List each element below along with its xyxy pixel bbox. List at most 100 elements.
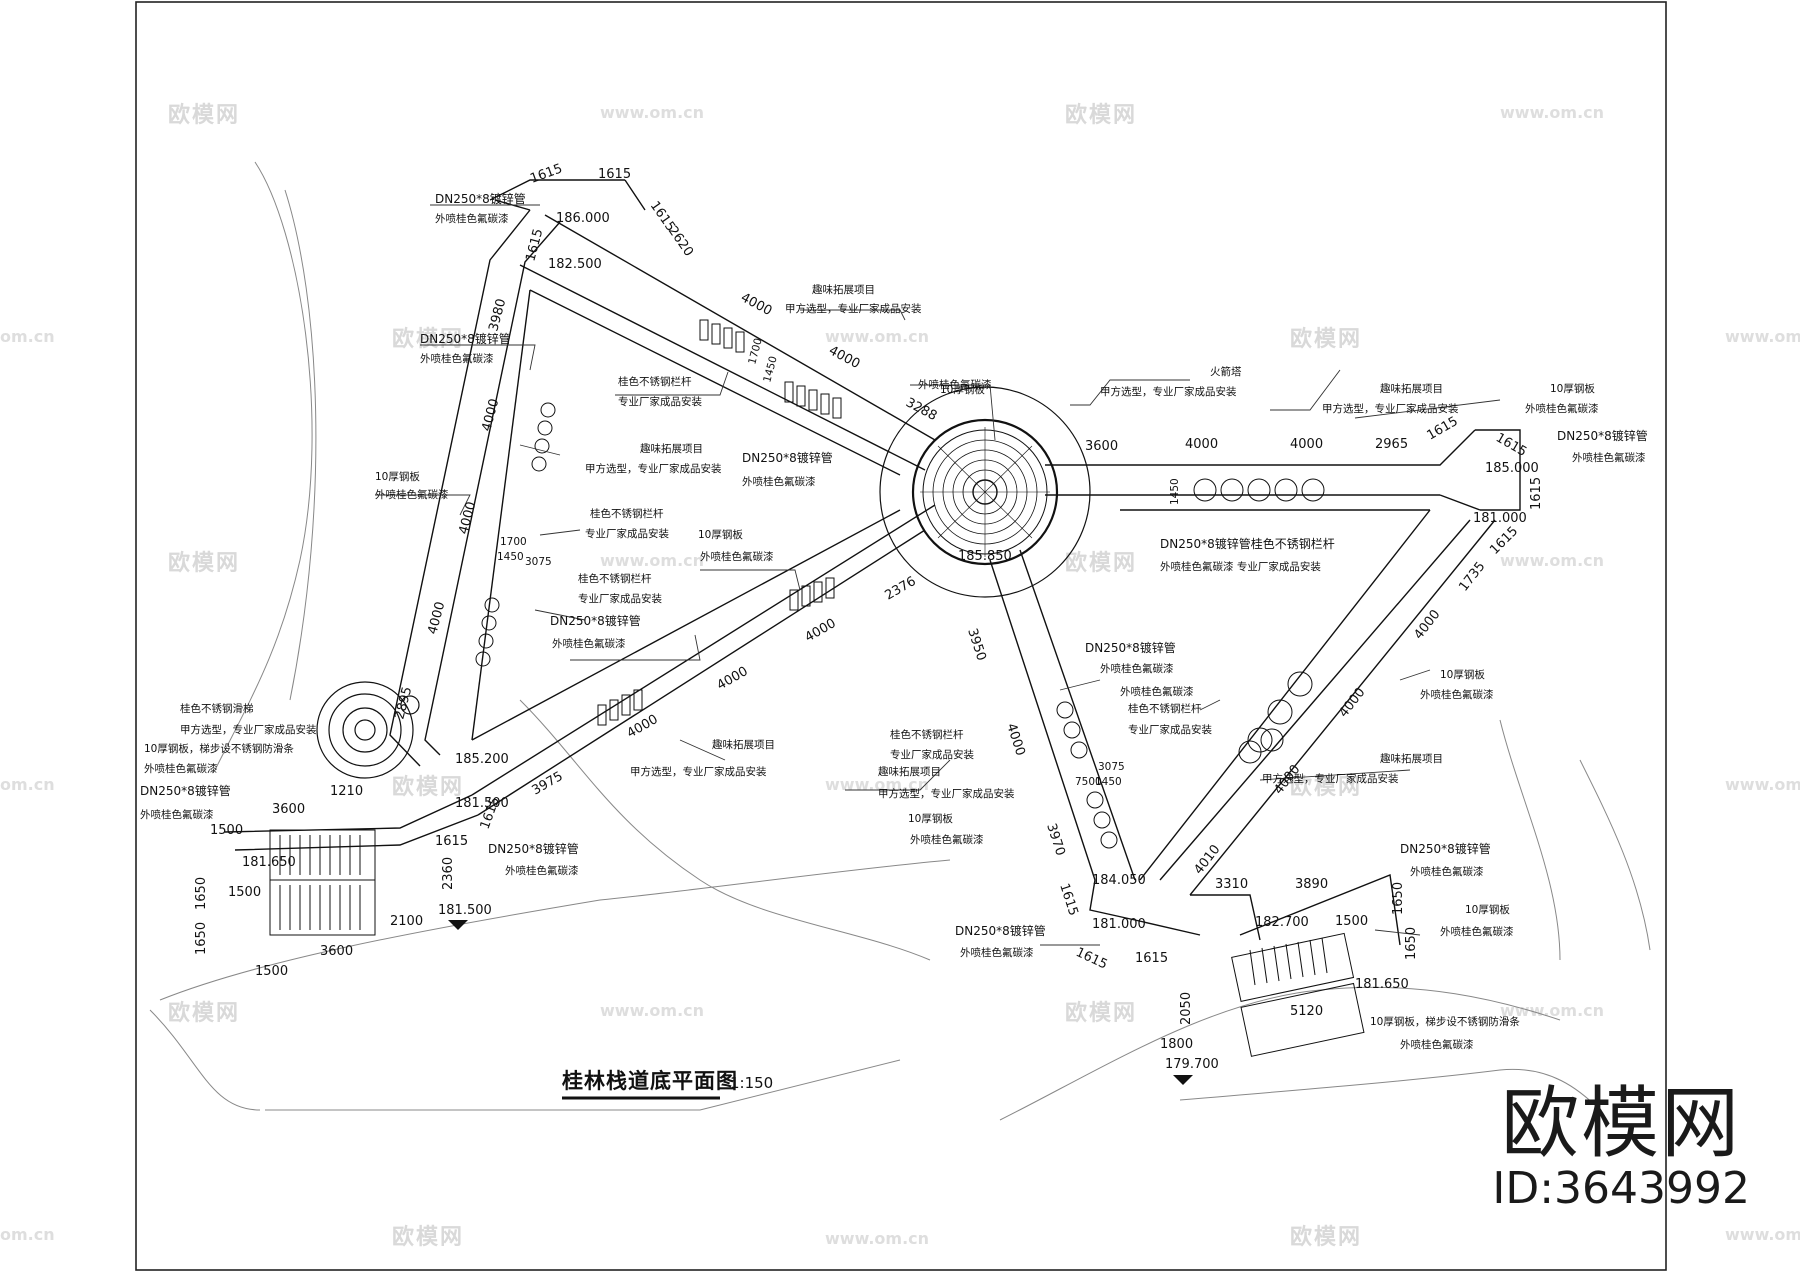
dim-3075-a: 3075 — [525, 556, 552, 568]
note-plate: 10厚钢板 — [698, 528, 743, 541]
dim-3980: 3980 — [486, 297, 509, 333]
elev-18165: 181.650 — [1355, 977, 1409, 992]
dim-1735: 1735 — [1456, 559, 1488, 594]
terrain-contours — [149, 161, 1651, 1121]
note-paint: 外喷桂色氟碳漆 — [420, 352, 494, 365]
brand-logo: 欧模网 — [1501, 1079, 1742, 1169]
elev-1827: 182.700 — [1255, 915, 1309, 930]
watermark-url: om.cn — [0, 775, 55, 794]
watermark-url: om.cn — [0, 327, 55, 346]
note-rail-install: 专业厂家成品安装 — [1128, 723, 1212, 736]
watermark-url: www.om.cn — [600, 103, 704, 122]
dim-1450-d: 1450 — [1095, 776, 1122, 788]
elev-1856: 185.850 — [958, 549, 1012, 564]
note-fire: 火箭塔 — [1210, 365, 1242, 378]
dim-3310: 3310 — [1215, 877, 1248, 892]
dim-1615-i: 1615 — [1529, 477, 1544, 510]
watermark-logo: 欧模网 — [1065, 102, 1137, 128]
dim-3600-c: 3600 — [1085, 439, 1118, 454]
dim-1615-g: 1615 — [1425, 414, 1461, 444]
dim-4000-b: 4000 — [456, 500, 479, 536]
dim-1700-b: 1700 — [746, 337, 765, 366]
dim-1500-a: 1500 — [210, 823, 243, 838]
note-fun-buyer: 甲方选型，专业厂家成品安装 — [878, 787, 1015, 800]
dim-1615-l: 1615 — [1073, 945, 1109, 973]
note-paint: 外喷桂色氟碳漆 — [700, 550, 774, 563]
note-plate: 10厚钢板 — [940, 383, 985, 396]
leader-lines — [375, 204, 1501, 946]
central-hub — [879, 386, 1091, 598]
note-rail-install: 专业厂家成品安装 — [890, 748, 974, 761]
watermark-url: www.om.cn — [1500, 103, 1604, 122]
note-fun: 趣味拓展项目 — [1380, 382, 1443, 395]
note-paint: 外喷桂色氟碳漆 — [1410, 865, 1484, 878]
dim-1650-b: 1650 — [194, 922, 209, 955]
dim-1650-a: 1650 — [194, 877, 209, 910]
watermark-url: www.om.cn — [1725, 775, 1800, 794]
dim-1615-d: 1615 — [523, 227, 546, 263]
note-plate: 10厚钢板 — [908, 812, 953, 825]
watermark-url: www.om.cn — [600, 551, 704, 570]
note-paint: 外喷桂色氟碳漆 — [1120, 685, 1194, 698]
note-plate: 10厚钢板 — [1440, 668, 1485, 681]
dim-1450-b: 1450 — [761, 355, 780, 384]
note-rail: 桂色不锈钢栏杆 — [590, 507, 664, 520]
brand-id: ID:3643992 — [1492, 1163, 1750, 1214]
note-rail: 桂色不锈钢栏杆 — [618, 375, 692, 388]
dim-1615-f: 1615 — [435, 834, 468, 849]
dim-2376: 2376 — [883, 574, 919, 604]
note-rail: 桂色不锈钢栏杆 — [1128, 702, 1202, 715]
watermark-logo: 欧模网 — [1290, 1224, 1362, 1250]
note-plate: 10厚钢板 — [1550, 382, 1595, 395]
dim-2100: 2100 — [390, 914, 423, 929]
note-fun-buyer: 甲方选型，专业厂家成品安装 — [585, 462, 722, 475]
dim-4000-e: 4000 — [826, 343, 862, 372]
note-pipe: DN250*8镀锌管 — [955, 923, 1046, 938]
stairs — [269, 829, 1365, 1057]
sheet-border — [135, 1, 1667, 1271]
note-pipe: DN250*8镀锌管 — [550, 613, 641, 628]
note-fun-buyer: 甲方选型，专业厂家成品安装 — [1322, 402, 1459, 415]
note-paint: 外喷桂色氟碳漆 — [375, 488, 449, 501]
dim-1450-a: 1450 — [497, 551, 524, 563]
dim-3600-b: 3600 — [320, 944, 353, 959]
brand-watermark: 欧模网 ID:3643992 — [1492, 1085, 1750, 1216]
dim-1210: 1210 — [330, 784, 363, 799]
drawing-title: 桂林栈道底平面图 — [561, 1069, 738, 1093]
note-plate-step: 10厚钢板，梯步设不锈钢防滑条 — [144, 742, 294, 755]
elev-1815: 181.500 — [455, 796, 509, 811]
watermark-url: www.om.cn — [1500, 1001, 1604, 1020]
note-pipe: DN250*8镀锌管 — [1400, 841, 1491, 856]
watermark-logo: 欧模网 — [1290, 774, 1362, 800]
note-pipe-rail: DN250*8镀锌管桂色不锈钢栏杆 — [1160, 536, 1335, 551]
note-paint: 外喷桂色氟碳漆 — [1100, 662, 1174, 675]
note-paint: 外喷桂色氟碳漆 — [918, 378, 992, 391]
dim-1800: 1800 — [1160, 1037, 1193, 1052]
watermark-logo: 欧模网 — [1065, 550, 1137, 576]
elev-18405: 184.050 — [1092, 873, 1146, 888]
watermark-logo: 欧模网 — [168, 550, 240, 576]
fun-project-blocks — [597, 319, 842, 726]
dim-4000-g: 4000 — [715, 664, 751, 694]
note-pipe: DN250*8镀锌管 — [488, 841, 579, 856]
watermark-logo: 欧模网 — [392, 774, 464, 800]
watermark-logo: 欧模网 — [168, 1000, 240, 1026]
dim-3075-b: 3075 — [1098, 761, 1125, 773]
dim-1650-c: 1650 — [1391, 882, 1406, 915]
note-fun-buyer: 甲方选型，专业厂家成品安装 — [630, 765, 767, 778]
note-fun: 趣味拓展项目 — [640, 442, 703, 455]
dim-2620: 2620 — [665, 224, 696, 260]
dim-4000-d: 4000 — [738, 290, 774, 319]
note-plate: 10厚钢板 — [1465, 903, 1510, 916]
dim-5120: 5120 — [1290, 1004, 1323, 1019]
watermark-url: www.om.cn — [825, 775, 929, 794]
note-rail-install: 专业厂家成品安装 — [585, 527, 669, 540]
dim-4000-c: 4000 — [425, 600, 448, 636]
elev-1825: 182.500 — [548, 257, 602, 272]
watermark-logo: 欧模网 — [168, 102, 240, 128]
drawing-title-block: 桂林栈道底平面图 1:150 — [561, 1069, 773, 1100]
dim-1500-d: 1500 — [1335, 914, 1368, 929]
dim-4000-k: 4000 — [1411, 607, 1443, 642]
note-fun: 趣味拓展项目 — [1380, 752, 1443, 765]
watermark-logo: 欧模网 — [1065, 1000, 1137, 1026]
